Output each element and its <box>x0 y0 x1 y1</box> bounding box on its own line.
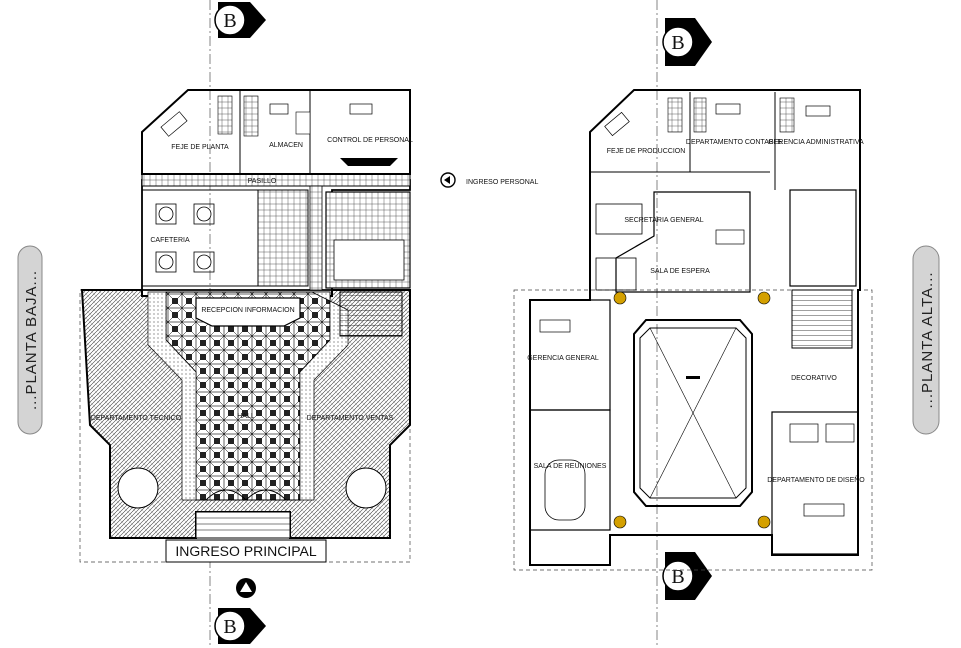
side-label-planta-baja: ...PLANTA BAJA... <box>17 245 43 435</box>
planta-alta-plan <box>513 89 873 571</box>
room-sala-reuniones: SALA DE REUNIONES <box>534 463 607 470</box>
room-hall: HALL <box>237 413 255 420</box>
svg-text:B: B <box>671 32 684 54</box>
svg-text:B: B <box>671 566 684 588</box>
room-jefe-produccion: FEJE DE PRODUCCION <box>607 148 686 155</box>
axis-marker-bottom-left: B <box>214 608 266 644</box>
room-control-personal: CONTROL DE PERSONAL <box>327 137 413 144</box>
room-pasillo: PASILLO <box>248 178 277 185</box>
room-dep-diseno: DEPARTAMENTO DE DISEÑO <box>767 475 865 484</box>
svg-text:B: B <box>223 10 236 32</box>
main-entrance-label: INGRESO PRINCIPAL <box>175 543 317 559</box>
room-recepcion: RECEPCION INFORMACION <box>201 307 294 314</box>
axis-marker-top-right: B <box>662 18 712 66</box>
room-sala-espera: SALA DE ESPERA <box>650 268 710 275</box>
planta-baja-plan <box>79 89 456 598</box>
room-cafeteria: CAFETERIA <box>150 237 190 244</box>
svg-text:...PLANTA ALTA...: ...PLANTA ALTA... <box>919 271 936 408</box>
room-dep-ventas: DEPARTAMENTO VENTAS <box>307 415 394 422</box>
room-jefe-planta: FEJE DE PLANTA <box>171 144 229 151</box>
room-dep-contable: DEPARTAMENTO CONTABLE <box>686 139 783 146</box>
room-gerencia-general: GERENCIA GENERAL <box>527 355 599 362</box>
side-label-planta-alta: ...PLANTA ALTA... <box>912 245 940 435</box>
room-gerencia-admin: GERENCIA ADMINISTRATIVA <box>768 139 864 146</box>
room-secretaria: SECRETARIA GENERAL <box>624 217 703 224</box>
axis-marker-bottom-right: B <box>662 552 712 600</box>
room-decorativo: DECORATIVO <box>791 375 837 382</box>
room-dep-tecnico: DEPARTAMENTO TECNICO <box>91 415 182 422</box>
axis-marker-top-left: B <box>214 2 266 38</box>
svg-text:...PLANTA BAJA...: ...PLANTA BAJA... <box>23 270 40 410</box>
room-almacen: ALMACEN <box>269 142 303 149</box>
staff-entrance-label: INGRESO PERSONAL <box>466 179 538 186</box>
svg-text:B: B <box>223 616 236 638</box>
